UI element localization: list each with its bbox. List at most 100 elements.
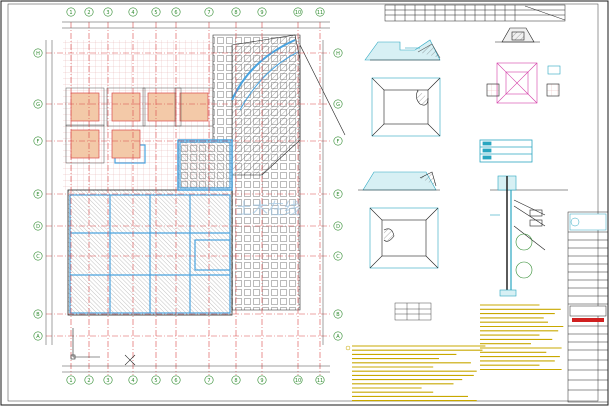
grid-label: 11	[317, 378, 323, 384]
grid-bubble	[33, 48, 43, 58]
grid-label: C	[36, 254, 40, 260]
grid-bubble	[333, 331, 343, 341]
grid-label: 1	[69, 378, 72, 384]
detail-section-2	[495, 27, 540, 43]
grid-bubble	[204, 375, 214, 385]
watermark: 土木在线	[236, 199, 300, 218]
grid-label: F	[337, 139, 340, 145]
leader-line	[299, 44, 346, 136]
grid-bubble	[315, 7, 325, 17]
grid-bubble	[33, 221, 43, 231]
grid-label: D	[36, 224, 40, 230]
grid-label: 4	[131, 10, 134, 16]
grid-label: 8	[234, 378, 237, 384]
grid-bubble	[333, 251, 343, 261]
grid-label: 3	[106, 10, 109, 16]
grid-bubble	[128, 7, 138, 17]
grid-bubble	[257, 7, 267, 17]
legend-block	[479, 139, 533, 163]
grid-label: 5	[154, 10, 157, 16]
grid-label: H	[336, 51, 340, 57]
pile-cap-plan-detail-3	[369, 207, 439, 269]
grid-label: E	[36, 192, 39, 198]
grid-bubble	[66, 7, 76, 17]
grid-label: A	[336, 334, 340, 340]
grid-label: 4	[131, 378, 134, 384]
grid-bubble	[315, 375, 325, 385]
grid-label: 6	[174, 378, 177, 384]
grid-bubble	[33, 309, 43, 319]
grid-label: 7	[207, 378, 210, 384]
grid-bubble	[84, 7, 94, 17]
grid-label: H	[36, 51, 40, 57]
grid-bubble	[33, 99, 43, 109]
grid-bubble	[171, 375, 181, 385]
grid-label: 2	[87, 378, 90, 384]
grid-label: B	[336, 312, 340, 318]
grid-bubble	[333, 48, 343, 58]
grid-label: 11	[317, 10, 323, 16]
inner-border	[7, 3, 599, 402]
grid-bubble	[84, 375, 94, 385]
grid-label: 2	[87, 10, 90, 16]
pile-cap-outlines	[65, 87, 214, 164]
grid-label: 6	[174, 10, 177, 16]
grid-bubble	[231, 7, 241, 17]
wall-pile-section	[490, 175, 568, 297]
grid-label: 3	[106, 378, 109, 384]
grid-label: G	[36, 102, 40, 108]
grid-label: 1	[69, 10, 72, 16]
core-slab	[177, 139, 233, 191]
grid-label: B	[36, 312, 40, 318]
grid-bubble	[103, 375, 113, 385]
grid-bubble	[103, 7, 113, 17]
grid-bubble	[333, 309, 343, 319]
grid-axes	[45, 21, 330, 375]
origin-symbol	[70, 328, 136, 366]
detail-section-1	[364, 39, 441, 61]
grid-bubble	[257, 375, 267, 385]
pile-cap-plan-detail-1	[371, 77, 441, 137]
grid-label: 5	[154, 378, 157, 384]
grid-bubble	[33, 331, 43, 341]
grid-label: 9	[260, 378, 263, 384]
grid-bubble	[231, 375, 241, 385]
section-notes	[480, 304, 564, 371]
grid-bubble	[333, 136, 343, 146]
grid-label: 7	[207, 10, 210, 16]
curved-ramp-inner	[239, 51, 299, 111]
grid-label: G	[336, 102, 340, 108]
pile-cap-plan-detail-2	[486, 62, 561, 104]
grid-label: A	[36, 334, 40, 340]
grid-bubble	[66, 375, 76, 385]
grid-bubble	[204, 7, 214, 17]
grid-label: C	[336, 254, 340, 260]
grid-bubble	[293, 375, 303, 385]
grid-label: 10	[295, 378, 301, 384]
grid-label: 10	[295, 10, 301, 16]
grid-label: 9	[260, 10, 263, 16]
grid-label: E	[336, 192, 339, 198]
grid-bubble	[151, 7, 161, 17]
slab-beams	[69, 141, 231, 314]
title-block	[567, 211, 609, 403]
grid-label: D	[336, 224, 340, 230]
grid-bubble	[33, 189, 43, 199]
grid-bubble	[333, 221, 343, 231]
grid-bubble	[293, 7, 303, 17]
small-rebar-table	[394, 302, 432, 321]
grid-bubble	[333, 189, 343, 199]
grid-bubble	[333, 99, 343, 109]
grid-bubble	[33, 251, 43, 261]
detail-section-3	[358, 171, 440, 191]
general-notes	[345, 345, 486, 402]
grid-bubble	[33, 136, 43, 146]
approval-stamp	[572, 318, 604, 322]
grid-bubble	[128, 375, 138, 385]
grid-label: F	[37, 139, 40, 145]
